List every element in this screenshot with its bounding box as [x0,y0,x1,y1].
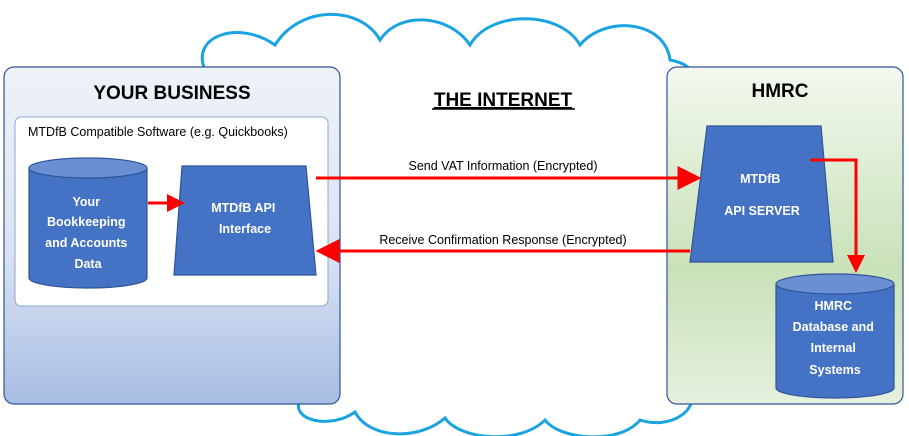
api-server-line-2: API SERVER [724,204,800,218]
svg-text:HMRC Database and: HMRC Database and Internal Systems [793,299,878,377]
hmrc-database: HMRC Database and Internal Systems [775,273,895,399]
svg-text:MTDfB API SERVER: MTDfB API SERVER [724,172,800,218]
data-store-line-3: and Accounts [45,236,127,250]
api-interface-line-2: Interface [219,222,271,236]
data-store-line-4: Data [74,257,102,271]
internet-title: THE INTERNET [434,90,573,111]
database-line-3: Internal [811,341,856,355]
database-line-4: Systems [809,363,860,377]
software-label: MTDfB Compatible Software (e.g. Quickboo… [28,125,288,139]
api-interface: MTDfB API Interface [173,165,317,276]
svg-text:MTDfB API Interface: MTDfB API Interface [211,201,279,236]
send-label: Send VAT Information (Encrypted) [409,159,598,173]
data-store-line-2: Bookkeeping [47,215,126,229]
database-line-2: Database and [793,320,874,334]
svg-text:Your Bookkeeping a: Your Bookkeeping and Accounts Data [45,195,131,271]
bookkeeping-data-store: Your Bookkeeping and Accounts Data [28,157,148,289]
business-title: YOUR BUSINESS [93,83,250,104]
api-interface-line-1: MTDfB API [211,201,275,215]
hmrc-title: HMRC [752,81,809,102]
receive-label: Receive Confirmation Response (Encrypted… [379,233,626,247]
api-server: MTDfB API SERVER [689,125,834,263]
arrow-server-to-database [810,158,865,273]
data-store-line-1: Your [72,195,100,209]
api-server-line-1: MTDfB [740,172,780,186]
database-line-1: HMRC [815,299,853,313]
